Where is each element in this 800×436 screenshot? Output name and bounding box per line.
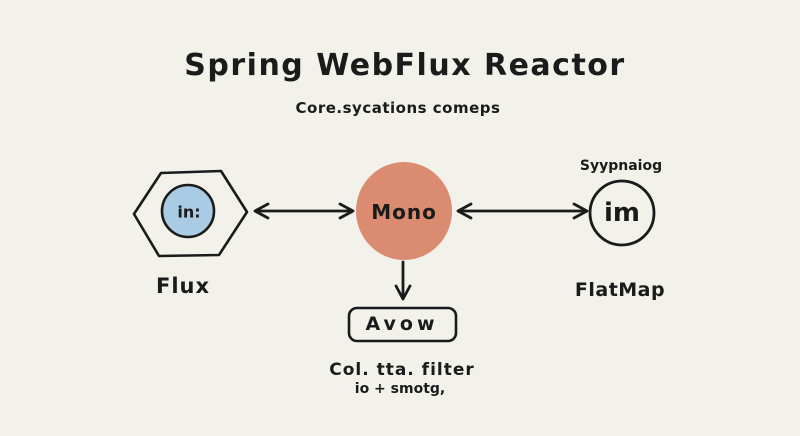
flux-node-label: Flux bbox=[155, 274, 211, 298]
flux-hexagon-shape bbox=[132, 169, 249, 258]
flatmap-above-text: Syypnaiog bbox=[579, 158, 663, 174]
flux-inner-text: in: bbox=[177, 202, 201, 222]
flatmap-node-label: FlatMap bbox=[574, 279, 666, 301]
arrow-mono-avow bbox=[394, 260, 412, 301]
flatmap-inner-text: im bbox=[603, 198, 641, 228]
flatmap-circle bbox=[588, 179, 656, 247]
mono-node-label: Mono bbox=[371, 200, 437, 224]
arrow-flux-mono bbox=[253, 202, 355, 220]
diagram-subtitle: Core.sycations comeps bbox=[295, 99, 501, 117]
avow-node-label: Avow bbox=[365, 313, 439, 335]
caption-line-2: io + smotg, bbox=[354, 381, 446, 397]
mono-circle bbox=[356, 162, 452, 260]
diagram-title: Spring WebFlux Reactor bbox=[184, 48, 626, 83]
caption-line-1: Col. tta. filter bbox=[329, 360, 475, 380]
avow-box bbox=[347, 306, 458, 343]
flux-inner-circle bbox=[160, 183, 216, 239]
arrow-mono-flatmap bbox=[456, 202, 589, 220]
